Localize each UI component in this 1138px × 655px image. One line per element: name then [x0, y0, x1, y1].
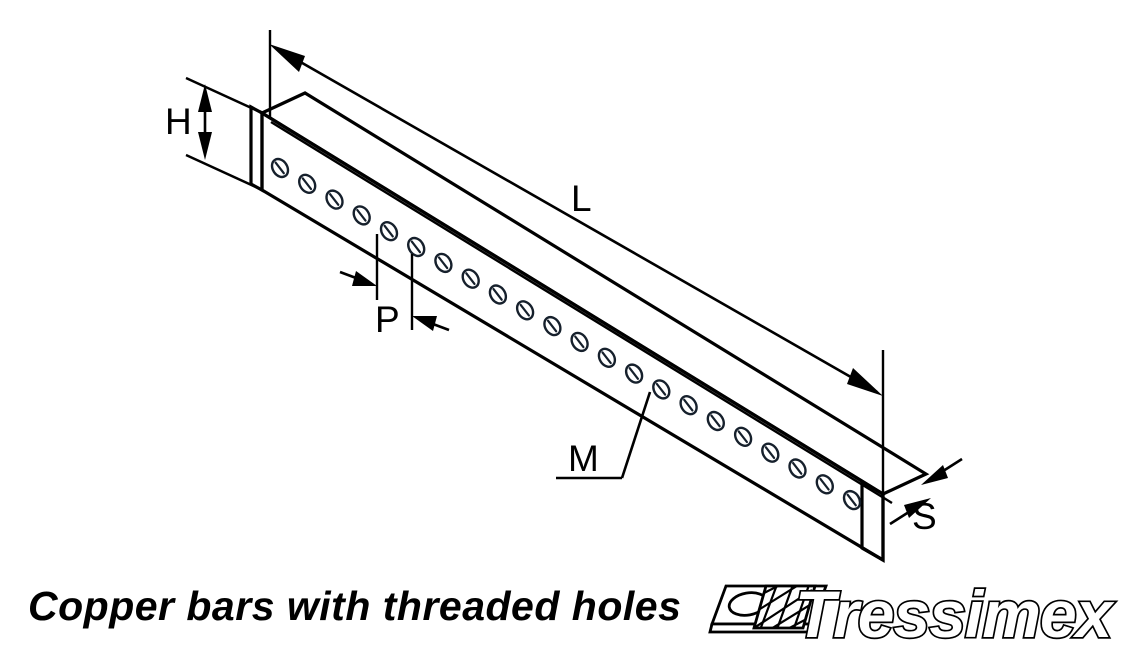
H-arrowhead-top	[198, 84, 212, 112]
H-extension-upper	[185, 76, 259, 113]
figure-caption: Copper bars with threaded holes	[28, 583, 681, 629]
hole	[624, 363, 644, 384]
P-arrowhead-right	[412, 316, 437, 331]
L-dimension-line	[275, 46, 878, 394]
S-arrowhead-upper	[921, 465, 948, 485]
M-leader-line	[620, 391, 652, 479]
P-arrowhead-left	[352, 271, 377, 286]
L-arrowhead-right	[847, 368, 883, 396]
hole	[325, 189, 344, 210]
logo-wordmark: Tressimex	[795, 577, 1115, 651]
hole	[733, 426, 753, 447]
threaded-hole-row	[270, 157, 862, 511]
hole	[352, 205, 371, 226]
dimension-P: P	[339, 234, 450, 340]
L-arrowhead-left	[269, 44, 305, 72]
hole	[298, 173, 317, 194]
S-arrowhead-lower	[904, 498, 931, 518]
dimension-label-P: P	[375, 299, 400, 340]
H-arrowhead-bottom	[198, 132, 212, 160]
bar-top-face	[258, 91, 930, 496]
hole	[652, 379, 671, 400]
hole	[407, 236, 426, 258]
hole	[597, 347, 617, 368]
dimension-M: M	[556, 391, 652, 480]
company-logo: Tressimex	[708, 575, 1117, 653]
hole	[706, 410, 725, 432]
hole	[570, 331, 589, 353]
dimension-H: H	[165, 76, 259, 190]
hole	[842, 489, 862, 511]
dimension-label-L: L	[571, 178, 592, 219]
dimension-label-M: M	[568, 438, 599, 479]
hole	[788, 458, 807, 479]
hole	[488, 284, 508, 305]
bar-left-end-face	[249, 104, 264, 193]
dimension-label-H: H	[165, 101, 192, 142]
bar-top-crease	[270, 120, 893, 505]
hole	[815, 474, 834, 495]
hole	[270, 157, 290, 179]
bar-bottom-right-edge	[861, 546, 884, 562]
hole	[679, 395, 698, 416]
hole	[515, 300, 535, 321]
dimension-label-S: S	[912, 496, 937, 537]
hole	[379, 221, 399, 242]
hole	[761, 442, 780, 463]
hole	[434, 252, 453, 274]
dimension-S: S	[889, 457, 963, 537]
bar-body	[249, 91, 930, 563]
dimension-L: L	[268, 30, 885, 500]
hole	[461, 268, 480, 289]
H-extension-lower	[185, 153, 259, 190]
hole	[543, 315, 562, 337]
